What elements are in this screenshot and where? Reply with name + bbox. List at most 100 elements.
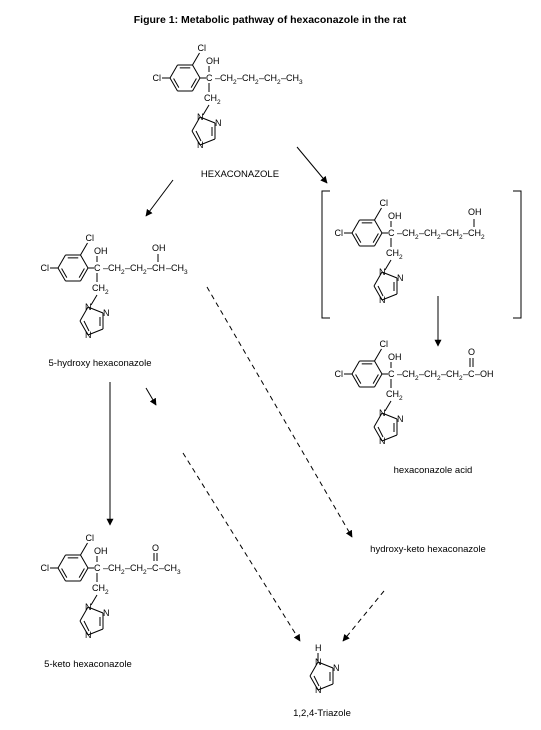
methylene-group: CH2 [204,93,221,106]
triazole-bond [79,606,89,622]
chain-bond: – [147,263,152,273]
chain-group: CH2 [108,563,125,576]
carbonyl-oxygen: O [152,543,159,553]
triazole-double-bond [83,620,90,632]
chlorine-atom: Cl [41,263,50,273]
triazole-bond [199,116,216,124]
methylene-group: CH2 [386,389,403,402]
bond-cl [192,52,200,66]
ring-bond [57,567,66,582]
chain-bond: – [215,73,220,83]
nitrogen-atom: N [85,630,92,640]
triazole-bond [309,661,319,677]
chain-bond: – [463,369,468,379]
ring-double-bond [190,78,197,88]
chain-group: CH2 [402,228,419,241]
nitrogen-atom: N [103,308,110,318]
triazole-bond [191,130,201,146]
carbonyl-carbon: C [152,563,159,573]
central-carbon: C [94,263,101,273]
terminal-hydroxyl: OH [468,207,482,217]
ring-bond [80,554,89,569]
triazole-double-bond [195,130,202,142]
ring-bond [374,219,383,234]
nitrogen-atom: N [379,267,386,277]
chain-bond: – [103,263,108,273]
ring-double-bond [61,568,68,578]
chain-group: CH2 [130,563,147,576]
triazole-bond [317,683,334,691]
chain-bond: – [441,369,446,379]
triazole-double-bond [377,285,384,297]
triazole-bond [381,293,398,301]
bond-cl [80,242,88,256]
nitrogen-atom: N [85,330,92,340]
chain-bond: – [419,369,424,379]
ring-bond [169,64,178,79]
carboxyl-carbon: C [468,369,475,379]
hydroxyl-group: OH [94,546,108,556]
chain-group: CH2 [424,228,441,241]
ring-double-bond [173,78,180,88]
label-5-keto-hexaconazole: 5-keto hexaconazole [44,659,132,670]
hydroxyl-group: OH [94,246,108,256]
hydroxyl-group: OH [388,352,402,362]
chain-group: CH2 [424,369,441,382]
nitrogen-atom: N [379,436,386,446]
ring-bond [192,64,201,79]
chain-bond: – [441,228,446,238]
nitrogen-atom: N [379,408,386,418]
chlorine-atom: Cl [198,43,207,53]
chain-group: CH2 [446,369,463,382]
ring-double-bond [355,374,362,384]
nitrogen-atom: N [197,112,204,122]
chain-bond: – [103,563,108,573]
nitrogen-atom: N [85,602,92,612]
ring-bond [374,360,383,375]
central-carbon: C [388,228,395,238]
triazole-bond [381,412,398,420]
chain-group: CH2 [108,263,125,276]
chlorine-atom: Cl [380,339,389,349]
methyl-group: CH3 [286,73,303,86]
bond-cl [374,207,382,221]
chain-bond: – [281,73,286,83]
chlorine-atom: Cl [86,233,95,243]
chlorine-atom: Cl [86,533,95,543]
label-5-hydroxy-hexaconazole: 5-hydroxy hexaconazole [49,358,152,369]
label-hexaconazole-acid: hexaconazole acid [394,465,473,476]
nitrogen-atom: N [379,295,386,305]
nitrogen-atom: N [397,273,404,283]
acid-hydroxyl: OH [480,369,494,379]
arrow-hexaconazole-to-intermediate [296,146,328,184]
chain-group: CH2 [130,263,147,276]
triazole-double-bond [313,675,320,687]
chlorine-atom: Cl [335,369,344,379]
bond [90,294,98,306]
triazole-bond [309,675,319,691]
triazole-bond [87,606,104,614]
chlorine-atom: Cl [335,228,344,238]
triazole-bond [373,412,383,428]
chain-bond: – [397,369,402,379]
ring-double-bond [78,268,85,278]
ring-bond [351,232,360,247]
right-bracket [513,190,522,319]
central-carbon: C [388,369,395,379]
label-1-2-4-triazole: 1,2,4-Triazole [293,708,351,719]
bond-cl [374,348,382,362]
triazole-bond [87,306,104,314]
triazole-bond [87,628,104,636]
chain-bond: – [166,263,171,273]
ring-bond [351,219,360,234]
hydrogen-atom: H [315,643,322,653]
ring-bond [80,567,89,582]
nitrogen-atom: N [103,608,110,618]
triazole-bond [79,306,89,322]
